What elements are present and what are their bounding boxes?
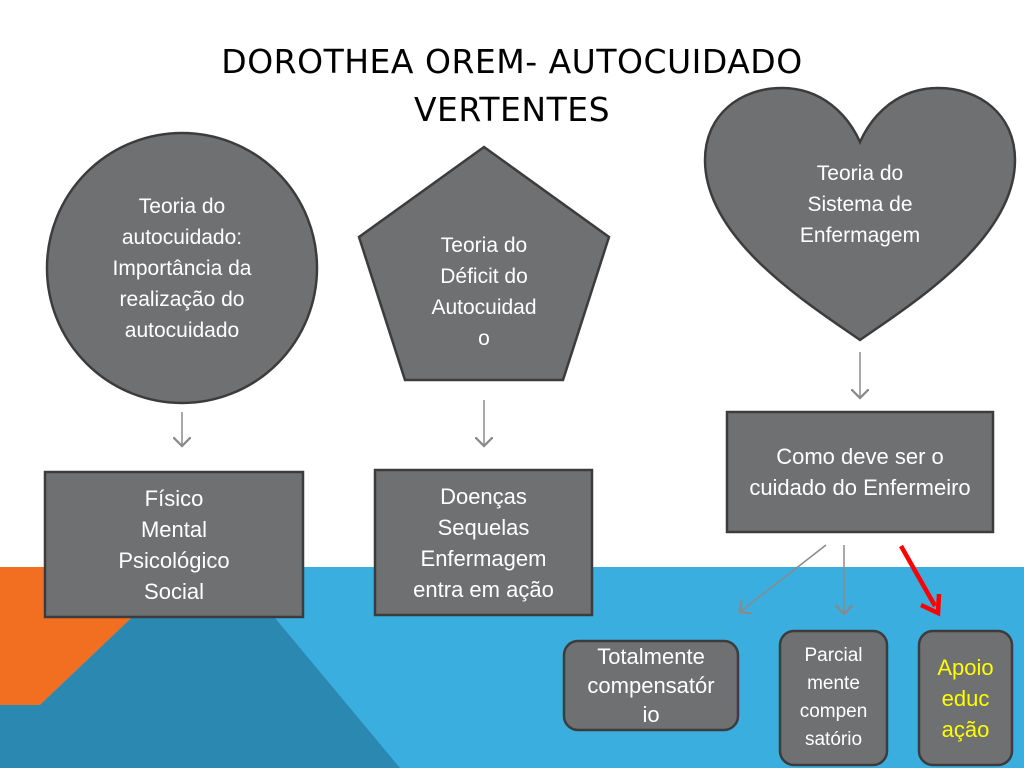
- box-totalmente-shape: [562, 639, 740, 732]
- circle-text-line: Teoria do: [138, 194, 226, 218]
- box-apoio-shape: [917, 629, 1014, 767]
- fisico-text-line: Social: [144, 578, 204, 604]
- fisico-text-line: Mental: [140, 516, 208, 542]
- box-doencas: Doenças Sequelas Enfermagem entra em açã…: [377, 472, 590, 613]
- doencas-text-line: Enfermagem: [420, 545, 547, 571]
- red-arrow-to-apoio: [899, 544, 942, 617]
- totalmente-text-line: compensatór: [587, 673, 715, 698]
- page-title: DOROTHEA OREM- AUTOCUIDADO: [0, 42, 1024, 82]
- circle-text-line: autocuidado:: [121, 225, 243, 249]
- pentagon-shape: [357, 145, 611, 382]
- box-fisico-shape: [43, 470, 305, 619]
- heart-text-line: Sistema de: [807, 192, 913, 216]
- pentagon-text-line: Autocuidad: [431, 296, 537, 319]
- fisico-text-line: Psicológico: [118, 547, 230, 573]
- doencas-text-line: entra em ação: [413, 576, 554, 602]
- totalmente-text-line: io: [642, 702, 660, 727]
- parcial-text-line: compen: [799, 701, 868, 722]
- title-line-2: VERTENTES: [413, 90, 611, 129]
- totalmente-text-line: Totalmente: [597, 644, 705, 669]
- box-totalmente: Totalmente compensatór io: [566, 641, 736, 730]
- page-subtitle: VERTENTES: [0, 90, 1024, 130]
- circle-node: Teoria do autocuidado: Importância da re…: [60, 185, 304, 351]
- apoio-text-line: ação: [941, 716, 990, 742]
- apoio-text-line: educ: [941, 685, 990, 711]
- pentagon-text-line: Teoria do: [440, 234, 528, 257]
- box-cuidado: Como deve ser o cuidado do Enfermeiro: [729, 414, 991, 530]
- parcial-text-line: mente: [807, 673, 860, 694]
- parcial-text-line: satório: [804, 729, 863, 750]
- circle-text-line: autocuidado: [124, 318, 240, 342]
- box-parcial-shape: [778, 629, 889, 767]
- title-line-1: DOROTHEA OREM- AUTOCUIDADO: [221, 42, 803, 81]
- apoio-text-line: Apoio: [937, 654, 994, 680]
- box-fisico: Físico Mental Psicológico Social: [47, 474, 301, 615]
- box-parcial: Parcial mente compen satório: [782, 633, 885, 763]
- circle-shape: [45, 131, 319, 405]
- cuidado-text-line: cuidado do Enfermeiro: [749, 475, 971, 500]
- circle-text-line: Importância da: [112, 256, 252, 280]
- box-doencas-shape: [373, 468, 594, 617]
- pentagon-text-line: Déficit do: [440, 265, 528, 288]
- heart-shape: [703, 86, 1017, 342]
- box-cuidado-shape: [725, 410, 995, 534]
- arrow-cuidado-to-totalmente: [740, 544, 827, 612]
- cuidado-text-line: Como deve ser o: [776, 444, 944, 469]
- box-apoio: Apoio educ ação: [921, 633, 1010, 763]
- fisico-text-line: Físico: [144, 485, 204, 511]
- heart-text-line: Teoria do: [816, 161, 904, 185]
- parcial-text-line: Parcial: [804, 645, 863, 666]
- circle-text-line: realização do: [119, 287, 245, 311]
- doencas-text-line: Doenças: [440, 483, 527, 509]
- heart-text-line: Enfermagem: [799, 223, 921, 247]
- heart-node: Teoria do Sistema de Enfermagem: [770, 156, 950, 252]
- doencas-text-line: Sequelas: [437, 514, 530, 540]
- pentagon-text-line: o: [478, 327, 490, 350]
- background-dark-blue-shape: [0, 567, 400, 768]
- pentagon-node: Teoria do Déficit do Autocuidad o: [400, 228, 568, 356]
